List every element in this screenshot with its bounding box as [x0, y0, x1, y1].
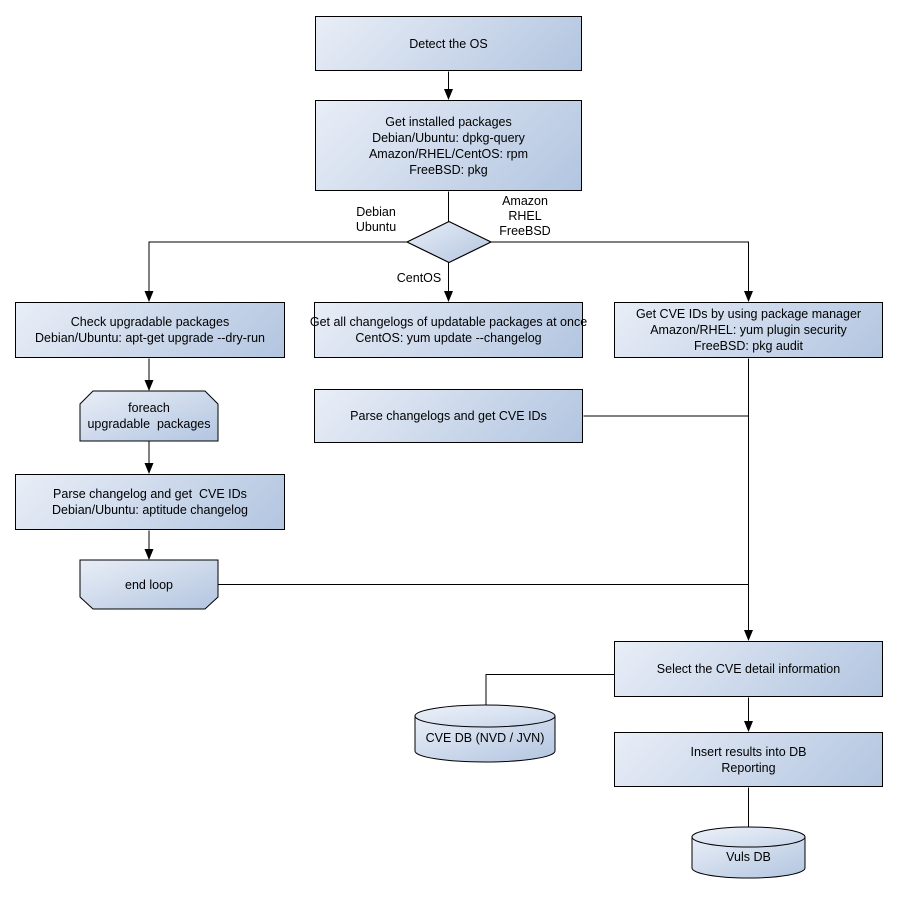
cve-db-cylinder: [414, 704, 556, 763]
node-get-installed-packages: Get installed packages Debian/Ubuntu: dp…: [315, 100, 582, 191]
node-check-upgradable-packages: Check upgradable packages Debian/Ubuntu:…: [15, 302, 285, 358]
connector-lines: [148, 71, 749, 827]
node-parse-changelog-debian: Parse changelog and get CVE IDs Debian/U…: [15, 474, 285, 530]
node-detect-os: Detect the OS: [315, 16, 582, 71]
node-parse-changelogs-centos: Parse changelogs and get CVE IDs: [314, 389, 583, 443]
os-decision-diamond: [405, 220, 493, 264]
end-loop-shape: [79, 559, 219, 610]
foreach-loop-label: foreach upgradable packages: [87, 401, 211, 431]
vuls-db-cylinder: [691, 826, 806, 879]
vuls-db-label: Vuls DB: [726, 849, 771, 864]
node-get-cve-ids-pkg-manager: Get CVE IDs by using package manager Ama…: [614, 302, 883, 358]
foreach-loop-shape: [79, 390, 219, 442]
arrowheads: [144, 89, 753, 732]
edge-label-amazon-rhel-freebsd: Amazon RHEL FreeBSD: [499, 194, 551, 238]
node-insert-results-db: Insert results into DB Reporting: [614, 732, 883, 787]
node-select-cve-detail: Select the CVE detail information: [614, 641, 883, 697]
edge-label-centos: CentOS: [396, 271, 442, 285]
edge-label-debian-ubuntu: Debian Ubuntu: [355, 205, 397, 234]
cve-db-label: CVE DB (NVD / JVN): [425, 730, 545, 745]
end-loop-label: end loop: [125, 577, 173, 592]
node-get-all-changelogs: Get all changelogs of updatable packages…: [310, 302, 587, 358]
